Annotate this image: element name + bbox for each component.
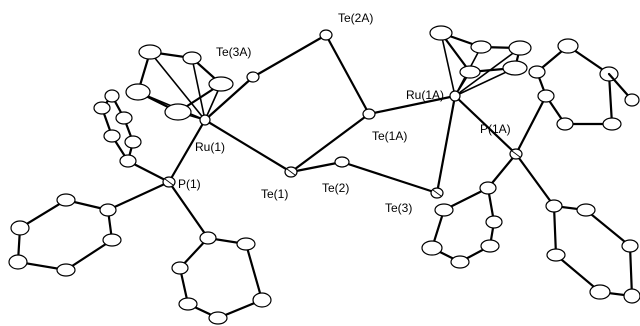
atom-te2a — [319, 29, 333, 41]
right-phenyl-upper — [514, 38, 640, 156]
right-cp-ring — [429, 25, 532, 97]
right-phenyl-lower-right — [514, 152, 640, 304]
left-phenyl-lower-right — [167, 180, 272, 325]
atom-labels: Te(2A) Te(3A) Ru(1A) Te(1A) P(1A) Ru(1) … — [178, 11, 511, 215]
label-ru1a: Ru(1A) — [406, 88, 444, 102]
heavy-atoms — [162, 29, 523, 199]
atom-te2 — [334, 156, 350, 168]
atom-te1a — [362, 108, 376, 120]
label-te1a: Te(1A) — [372, 129, 407, 143]
atom-ru1a — [449, 90, 461, 102]
label-ru1: Ru(1) — [195, 140, 225, 154]
right-phenyl-lower-left — [421, 152, 518, 269]
left-cp-ring — [125, 44, 234, 121]
label-te3: Te(3) — [385, 201, 412, 215]
left-phenyl-lower-left — [8, 180, 171, 277]
left-phenyl-upper — [93, 89, 171, 184]
label-p1: P(1) — [178, 177, 201, 191]
atom-ru1 — [199, 114, 211, 126]
atom-te3a — [246, 71, 260, 83]
label-p1a: P(1A) — [480, 122, 511, 136]
label-te3a: Te(3A) — [216, 45, 251, 59]
label-te2a: Te(2A) — [338, 11, 373, 25]
core-bonds — [167, 33, 518, 195]
label-te1: Te(1) — [261, 187, 288, 201]
label-te2: Te(2) — [322, 181, 349, 195]
